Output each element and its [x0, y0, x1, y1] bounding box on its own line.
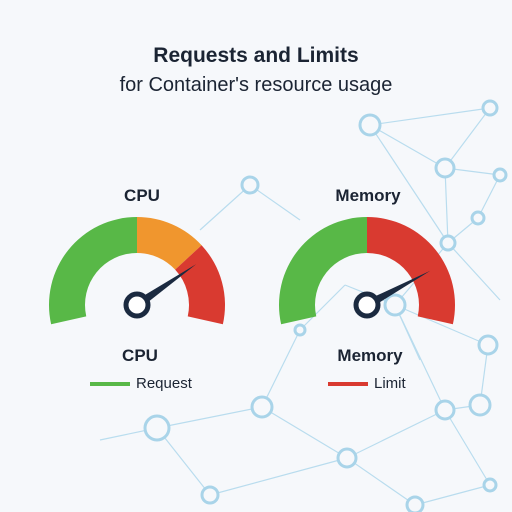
- page-subtitle: for Container's resource usage: [119, 74, 393, 96]
- gauge-hub: [123, 291, 151, 319]
- gauge-segment: [137, 217, 202, 270]
- gauge-segment: [279, 217, 367, 325]
- cpu-legend: Request: [90, 375, 192, 392]
- limit-legend-swatch: [328, 381, 368, 386]
- cpu-gauge-label: CPU: [122, 346, 158, 365]
- gauge-segment: [367, 217, 455, 325]
- gauge-needle: [364, 270, 431, 309]
- gauge-segment: [49, 217, 137, 325]
- cpu-gauge-title: CPU: [124, 186, 160, 205]
- limit-legend-label: Limit: [374, 375, 406, 392]
- memory-gauge: [279, 217, 455, 325]
- memory-legend: Limit: [328, 375, 406, 392]
- memory-gauge-label: Memory: [337, 346, 403, 365]
- cpu-gauge: [49, 217, 226, 325]
- gauge-hub: [353, 291, 381, 319]
- memory-gauge-title: Memory: [335, 186, 401, 205]
- page-title: Requests and Limits: [153, 44, 359, 67]
- gauge-needle: [134, 264, 197, 309]
- request-legend-swatch: [90, 381, 130, 386]
- request-legend-label: Request: [136, 375, 192, 392]
- gauge-segment: [175, 245, 226, 325]
